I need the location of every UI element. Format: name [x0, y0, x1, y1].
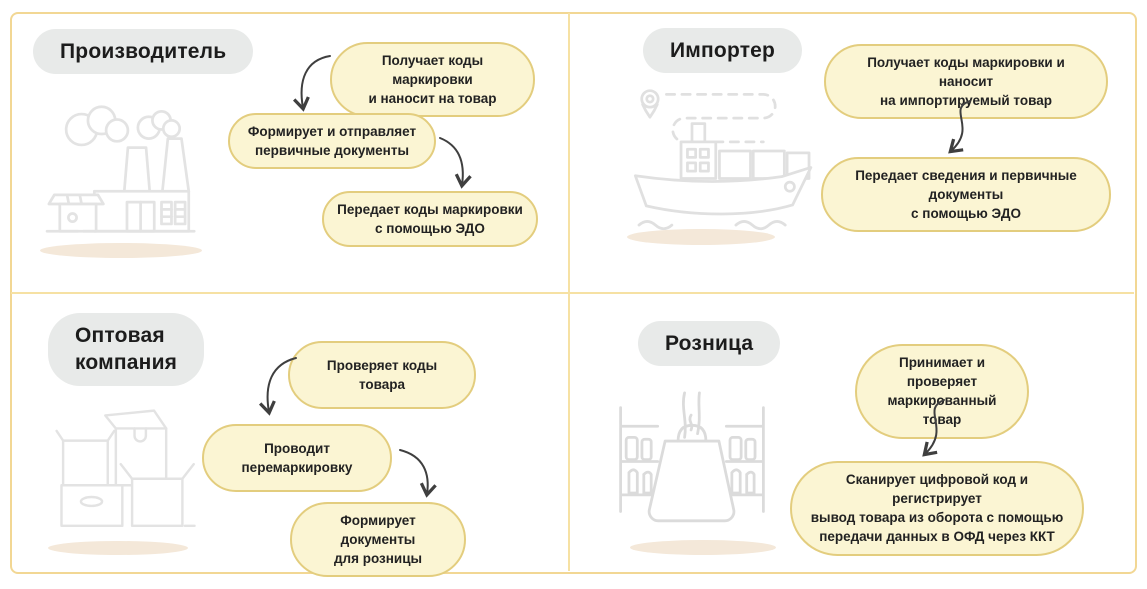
step-pill: Передает коды маркировки с помощью ЭДО [322, 191, 538, 248]
horizontal-divider [11, 292, 1134, 294]
quadrant-title: Оптовая компания [48, 313, 205, 386]
step-pill: Проверяет коды товара [288, 341, 476, 410]
factory-icon [38, 93, 206, 245]
step-pill: Проводит перемаркировку [202, 424, 392, 493]
arrow-step1-step2 [948, 100, 971, 154]
arrow-step2-step3 [399, 449, 437, 498]
quadrant-title: Импортер [643, 28, 803, 74]
icon-shadow [630, 540, 776, 555]
step-pill: Получает коды маркировки и наносит на то… [330, 42, 535, 118]
icon-shadow [40, 243, 202, 258]
ship-icon [628, 82, 820, 242]
arrow-step2-step3 [439, 137, 472, 189]
arrow-step1-step2 [259, 357, 297, 416]
step-pill: Получает коды маркировки и наносит на им… [824, 44, 1108, 120]
step-pill: Формирует и отправляет первичные докумен… [228, 113, 436, 170]
step-pill: Принимает и проверяет маркированный това… [855, 344, 1029, 439]
icon-shadow [48, 541, 188, 555]
shopping-bag-icon [613, 391, 771, 531]
step-pill: Формирует документы для розницы [290, 502, 466, 578]
quadrant-title: Производитель [33, 29, 254, 75]
step-pill: Передает сведения и первичные документы … [821, 157, 1111, 233]
arrow-step1-step2 [922, 399, 945, 457]
boxes-icon [55, 392, 197, 542]
arrow-step1-step2 [293, 55, 331, 112]
step-pill: Сканирует цифровой код и регистрирует вы… [790, 461, 1084, 556]
quadrant-title: Розница [638, 321, 781, 367]
icon-shadow [627, 229, 775, 245]
